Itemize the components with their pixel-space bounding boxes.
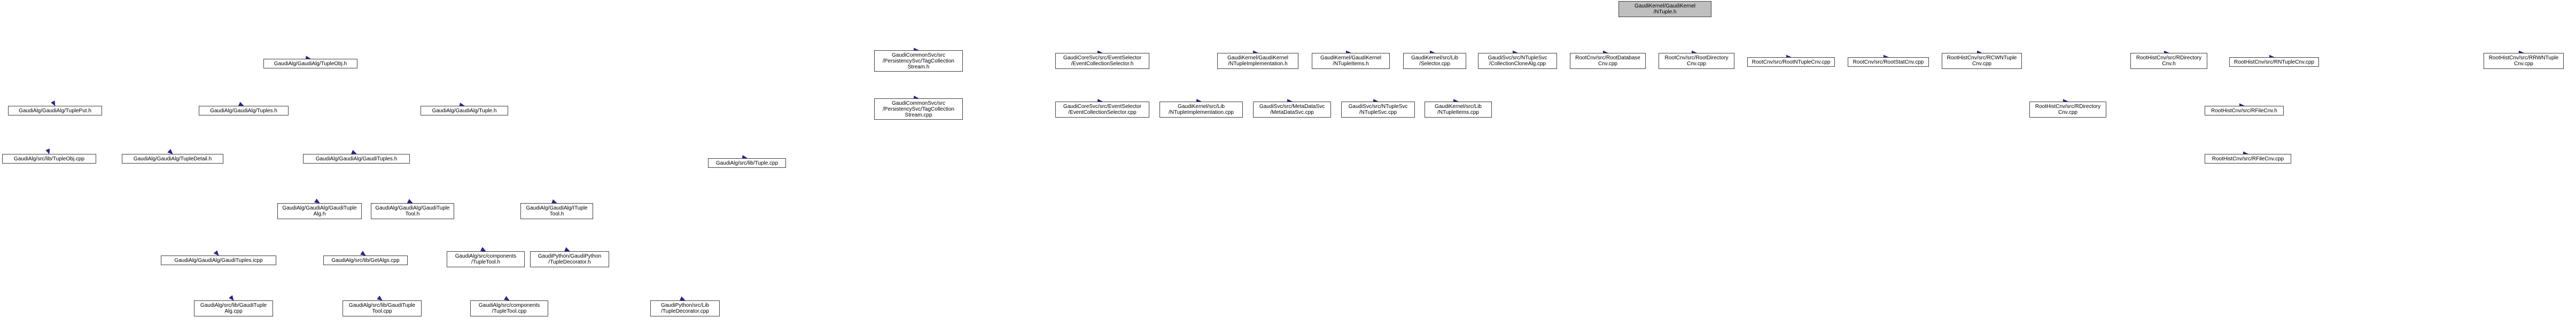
graph-node-label: GaudiKernel/src/Lib /Selector.cpp	[1411, 55, 1458, 67]
graph-node-label: GaudiAlg/GaudiAlg/GaudiTuple Alg.h	[282, 205, 357, 217]
graph-node-label: GaudiKernel/GaudiKernel /NTuple.h	[1635, 3, 1695, 15]
graph-node-label: RootHistCnv/src/RNTupleCnv.cpp	[2233, 59, 2315, 65]
graph-node[interactable]: GaudiKernel/src/Lib /NTupleItems.cpp	[1425, 102, 1492, 118]
graph-node[interactable]: GaudiCommonSvc/src /PersistencySvc/TagCo…	[874, 98, 963, 120]
graph-node-label: RootCnv/src/RootDatabase Cnv.cpp	[1575, 55, 1640, 67]
graph-node[interactable]: GaudiAlg/src/lib/GaudiTuple Tool.cpp	[343, 300, 422, 316]
graph-node[interactable]: GaudiAlg/GaudiAlg/Tuples.h	[199, 106, 289, 115]
graph-node-label: RootCnv/src/RootNTupleCnv.cpp	[1752, 59, 1831, 65]
graph-node-label: GaudiAlg/GaudiAlg/GaudiTuples.h	[315, 156, 398, 162]
graph-node[interactable]: GaudiAlg/GaudiAlg/Tuple.h	[421, 106, 508, 115]
graph-node-label: GaudiAlg/GaudiAlg/Tuples.h	[210, 107, 277, 114]
graph-node-label: GaudiKernel/GaudiKernel /NTupleItems.h	[1320, 55, 1381, 67]
graph-node-root[interactable]: GaudiKernel/GaudiKernel /NTuple.h	[1618, 1, 1711, 17]
graph-node-label: GaudiSvc/src/NTupleSvc /NTupleSvc.cpp	[1348, 104, 1408, 115]
graph-node[interactable]: RootCnv/src/RootDatabase Cnv.cpp	[1570, 53, 1646, 69]
graph-node-label: GaudiSvc/src/NTupleSvc /CollectionCloneA…	[1488, 55, 1547, 67]
graph-node[interactable]: GaudiAlg/src/lib/Tuple.cpp	[708, 158, 786, 168]
graph-node[interactable]: RootHistCnv/src/RNTupleCnv.cpp	[2229, 57, 2319, 67]
graph-node-label: GaudiKernel/GaudiKernel /NTupleImplement…	[1227, 55, 1288, 67]
graph-node[interactable]: GaudiAlg/GaudiAlg/TupleDetail.h	[122, 154, 223, 164]
graph-node[interactable]: GaudiAlg/GaudiAlg/TuplePut.h	[8, 106, 102, 115]
graph-node-label: GaudiAlg/GaudiAlg/ITuple Tool.h	[526, 205, 588, 217]
graph-node[interactable]: GaudiSvc/src/NTupleSvc /CollectionCloneA…	[1478, 53, 1557, 69]
graph-node-label: GaudiKernel/src/Lib /NTupleItems.cpp	[1435, 104, 1482, 115]
graph-node[interactable]: GaudiAlg/src/components /TupleTool.cpp	[470, 300, 548, 316]
graph-node[interactable]: GaudiSvc/src/MetaDataSvc /MetaDataSvc.cp…	[1253, 102, 1331, 118]
graph-node[interactable]: GaudiAlg/src/components /TupleTool.h	[447, 251, 525, 267]
graph-node-label: RootCnv/src/RootStatCnv.cpp	[1853, 59, 1924, 65]
graph-node-label: RootCnv/src/RootDirectory Cnv.cpp	[1664, 55, 1729, 67]
graph-node[interactable]: GaudiAlg/GaudiAlg/GaudiTuple Tool.h	[371, 203, 454, 219]
graph-node-label: GaudiCommonSvc/src /PersistencySvc/TagCo…	[883, 100, 954, 118]
graph-node[interactable]: RootHistCnv/src/RFileCnv.h	[2205, 106, 2284, 115]
graph-node[interactable]: GaudiAlg/GaudiAlg/ITuple Tool.h	[520, 203, 593, 219]
graph-node[interactable]: GaudiPython/src/Lib /TupleDecorator.cpp	[650, 300, 720, 316]
graph-node[interactable]: RootCnv/src/RootNTupleCnv.cpp	[1747, 57, 1835, 67]
graph-node-label: GaudiAlg/src/components /TupleTool.cpp	[478, 303, 540, 314]
graph-node[interactable]: GaudiAlg/GaudiAlg/GaudiTuples.icpp	[161, 256, 276, 265]
graph-node-label: GaudiCoreSvc/src/EventSelector /EventCol…	[1063, 104, 1142, 115]
graph-node[interactable]: RootHistCnv/src/RDirectory Cnv.cpp	[2029, 102, 2106, 118]
edge-group	[49, 50, 2524, 300]
graph-node[interactable]: GaudiKernel/GaudiKernel /NTupleItems.h	[1312, 53, 1390, 69]
graph-node-label: GaudiAlg/GaudiAlg/GaudiTuples.icpp	[174, 257, 263, 264]
graph-node-label: GaudiAlg/src/lib/GaudiTuple Alg.cpp	[200, 303, 267, 314]
graph-node-label: GaudiAlg/GaudiAlg/TupleObj.h	[274, 60, 347, 67]
graph-node-label: GaudiSvc/src/MetaDataSvc /MetaDataSvc.cp…	[1259, 104, 1325, 115]
graph-node[interactable]: GaudiKernel/GaudiKernel /NTupleImplement…	[1217, 53, 1298, 69]
graph-node[interactable]: GaudiAlg/src/lib/GaudiTuple Alg.cpp	[194, 300, 273, 316]
graph-node-label: RootHistCnv/src/RDirectory Cnv.cpp	[2035, 104, 2101, 115]
graph-node[interactable]: GaudiKernel/src/Lib /NTupleImplementatio…	[1159, 102, 1243, 118]
graph-node-label: GaudiAlg/GaudiAlg/TupleDetail.h	[133, 156, 212, 162]
graph-node-label: GaudiAlg/src/lib/GaudiTuple Tool.cpp	[348, 303, 416, 314]
graph-node[interactable]: RootCnv/src/RootDirectory Cnv.cpp	[1659, 53, 1734, 69]
graph-node[interactable]: GaudiCoreSvc/src/EventSelector /EventCol…	[1055, 102, 1149, 118]
graph-node[interactable]: GaudiAlg/src/lib/TupleObj.cpp	[2, 154, 96, 164]
graph-node-label: GaudiCoreSvc/src/EventSelector /EventCol…	[1063, 55, 1142, 67]
graph-node-label: RootHistCnv/src/RDirectory Cnv.h	[2136, 55, 2202, 67]
graph-node-label: RootHistCnv/src/RCWNTuple Cnv.cpp	[1947, 55, 2017, 67]
graph-node[interactable]: GaudiAlg/GaudiAlg/GaudiTuples.h	[303, 154, 410, 164]
graph-node-label: GaudiCommonSvc/src /PersistencySvc/TagCo…	[883, 52, 954, 70]
graph-node[interactable]: RootHistCnv/src/RFileCnv.cpp	[2205, 154, 2291, 164]
graph-node-label: RootHistCnv/src/RFileCnv.h	[2211, 107, 2277, 114]
graph-node[interactable]: GaudiKernel/src/Lib /Selector.cpp	[1403, 53, 1466, 69]
graph-node[interactable]: GaudiCoreSvc/src/EventSelector /EventCol…	[1055, 53, 1149, 69]
graph-node[interactable]: GaudiAlg/GaudiAlg/TupleObj.h	[263, 59, 357, 68]
graph-node[interactable]: RootHistCnv/src/RRWNTuple Cnv.cpp	[2484, 53, 2564, 69]
graph-node-label: GaudiAlg/src/lib/TupleObj.cpp	[14, 156, 84, 162]
graph-node[interactable]: RootHistCnv/src/RDirectory Cnv.h	[2130, 53, 2207, 69]
graph-node-label: RootHistCnv/src/RFileCnv.cpp	[2212, 156, 2284, 162]
graph-node-label: GaudiAlg/GaudiAlg/TuplePut.h	[19, 107, 91, 114]
graph-node-label: GaudiAlg/src/lib/GetAlgs.cpp	[331, 257, 400, 264]
graph-node[interactable]: GaudiCommonSvc/src /PersistencySvc/TagCo…	[874, 50, 963, 72]
graph-node-label: GaudiPython/src/Lib /TupleDecorator.cpp	[660, 303, 710, 314]
graph-node-label: GaudiAlg/GaudiAlg/GaudiTuple Tool.h	[375, 205, 450, 217]
graph-node[interactable]: RootHistCnv/src/RCWNTuple Cnv.cpp	[1942, 53, 2022, 69]
graph-node[interactable]: GaudiPython/GaudiPython /TupleDecorator.…	[530, 251, 609, 267]
graph-node[interactable]: GaudiAlg/GaudiAlg/GaudiTuple Alg.h	[277, 203, 362, 219]
graph-node-label: GaudiAlg/src/lib/Tuple.cpp	[715, 160, 779, 166]
graph-node-label: GaudiAlg/GaudiAlg/Tuple.h	[432, 107, 497, 114]
graph-node-label: GaudiAlg/src/components /TupleTool.h	[455, 253, 517, 265]
graph-node-label: RootHistCnv/src/RRWNTuple Cnv.cpp	[2488, 55, 2559, 67]
graph-node-label: GaudiKernel/src/Lib /NTupleImplementatio…	[1169, 104, 1234, 115]
graph-node[interactable]: GaudiAlg/src/lib/GetAlgs.cpp	[323, 256, 408, 265]
graph-node[interactable]: RootCnv/src/RootStatCnv.cpp	[1848, 57, 1929, 67]
graph-node-label: GaudiPython/GaudiPython /TupleDecorator.…	[538, 253, 602, 265]
graph-node[interactable]: GaudiSvc/src/NTupleSvc /NTupleSvc.cpp	[1341, 102, 1415, 118]
